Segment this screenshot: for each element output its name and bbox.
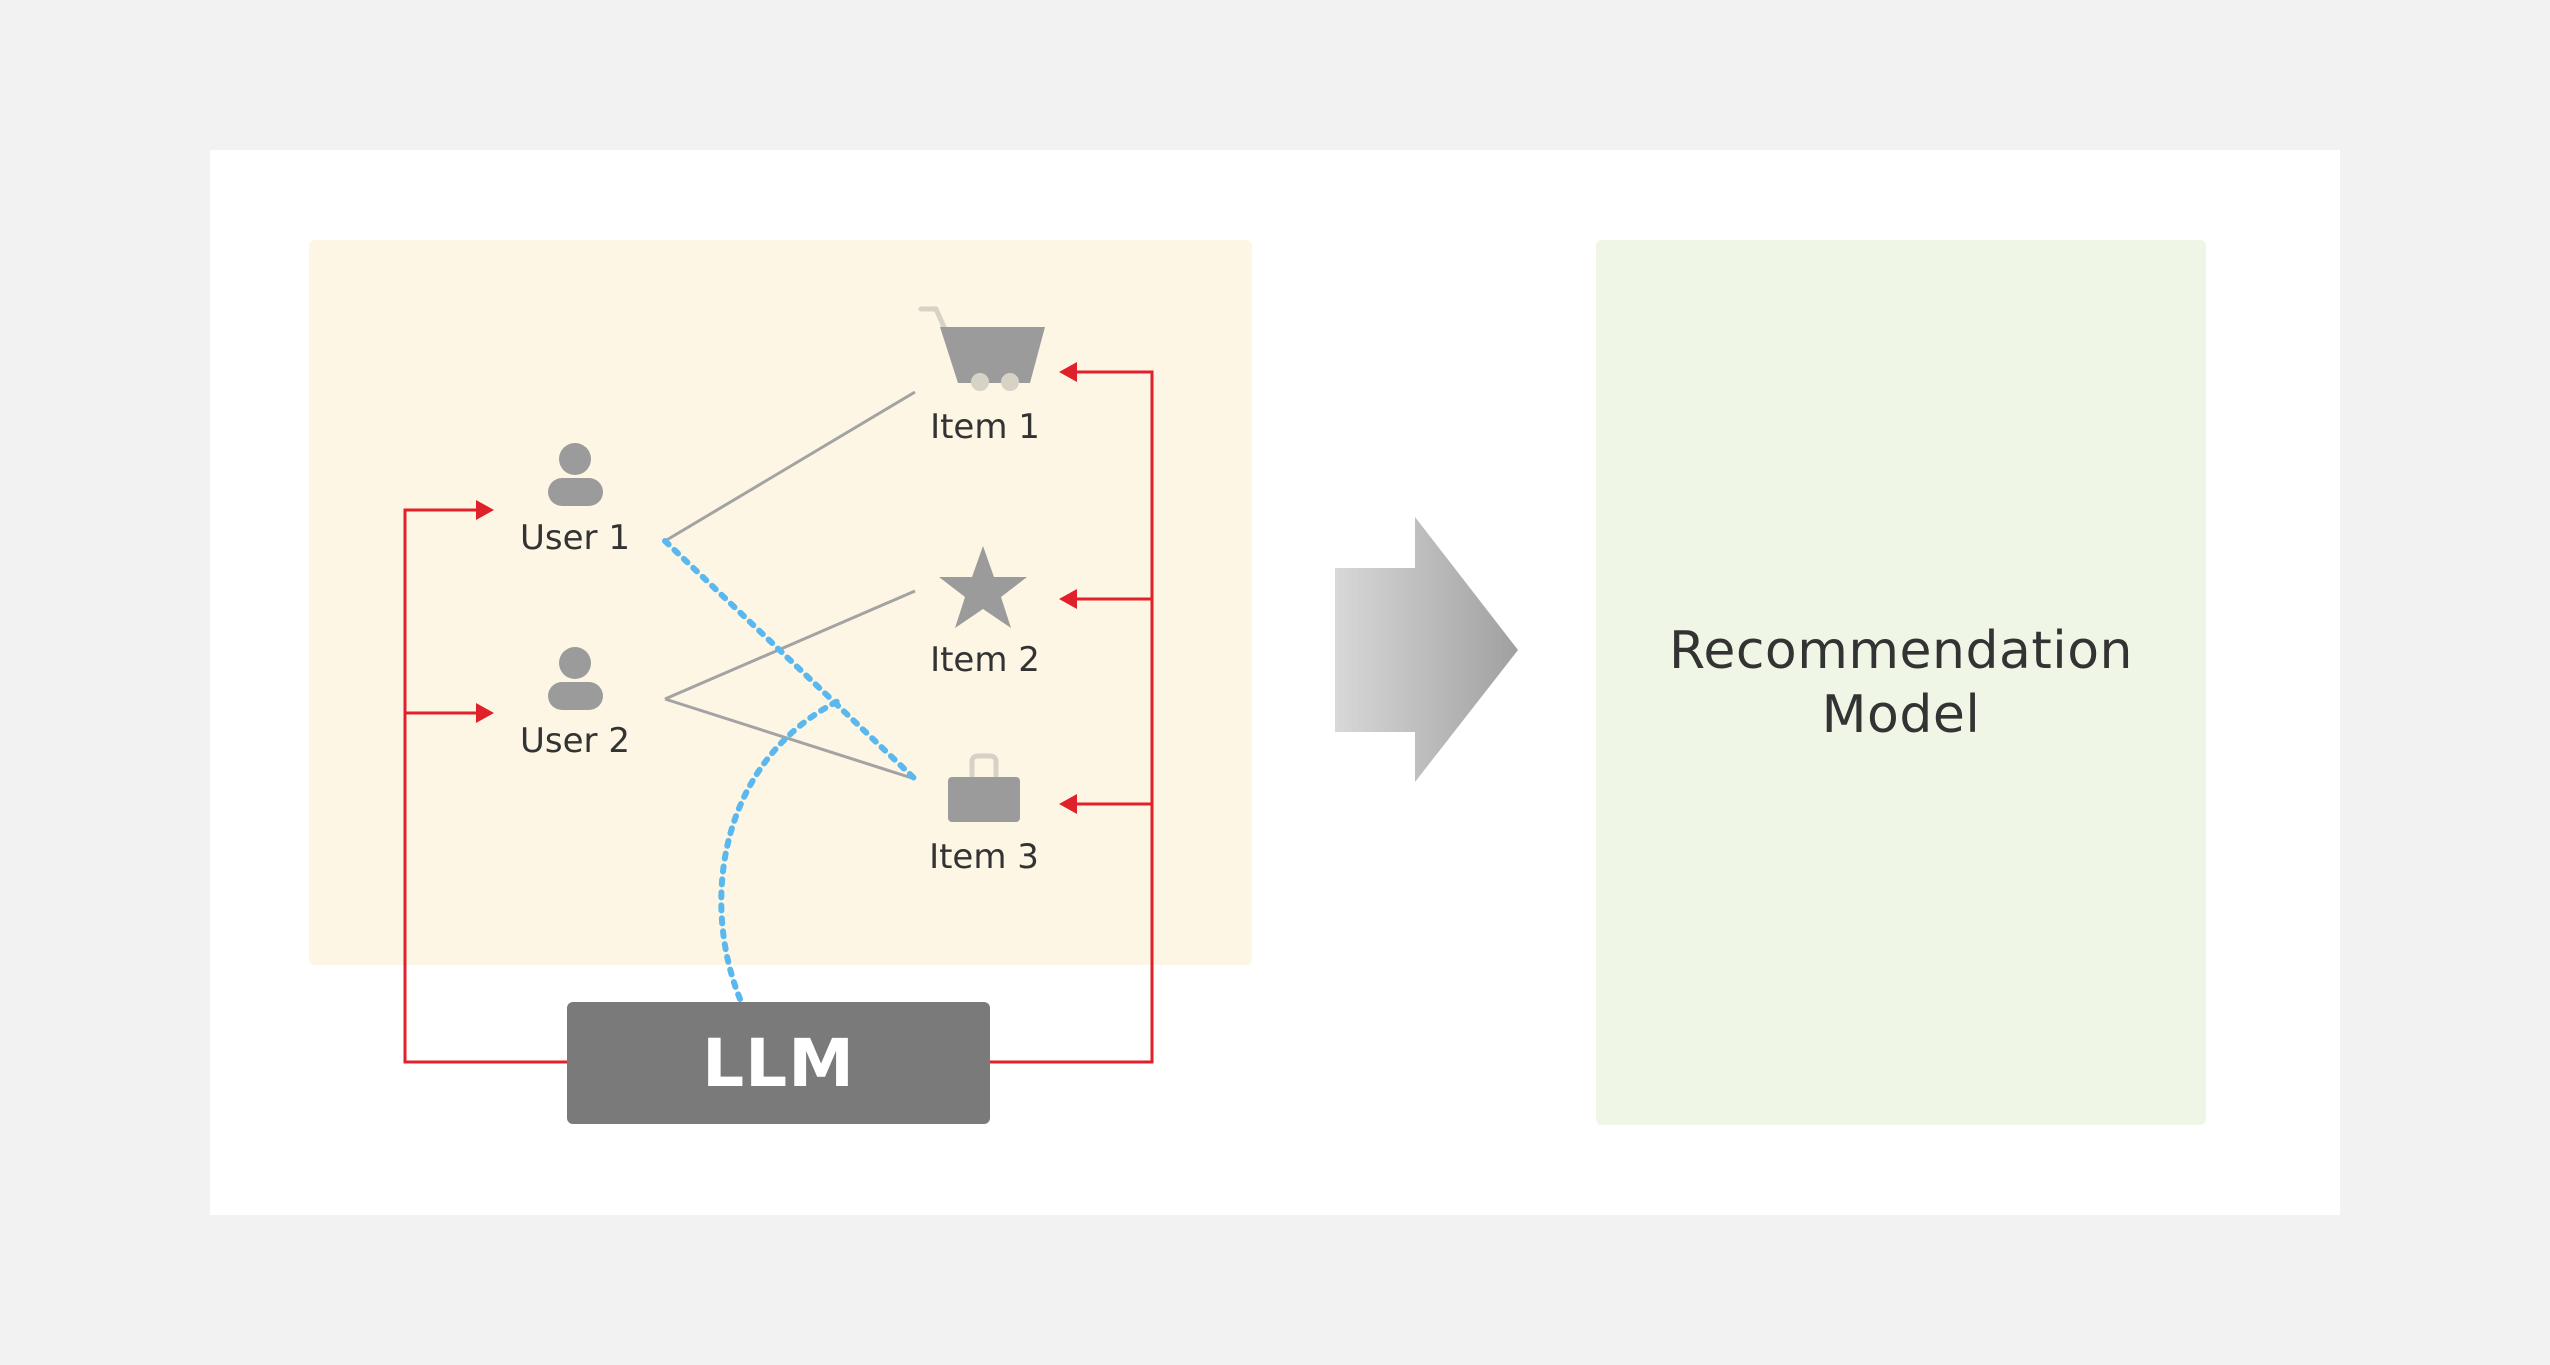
user-2-node: User 2 (520, 647, 630, 761)
recommendation-model-panel: Recommendation Model (1596, 240, 2206, 1125)
item-1-node: Item 1 (918, 306, 1045, 447)
llm-box: LLM (567, 1002, 990, 1124)
recommendation-model-label: Recommendation Model (1669, 619, 2133, 747)
feedback-line-left (403, 508, 567, 1064)
item-3-node: Item 3 (929, 753, 1039, 877)
arrowhead-user2 (476, 703, 494, 723)
arrowhead-item1 (1059, 362, 1077, 382)
item-2-label: Item 2 (930, 640, 1040, 680)
item-3-label: Item 3 (929, 837, 1039, 877)
arrowhead-item2 (1059, 589, 1077, 609)
feedback-line-right (990, 370, 1154, 1064)
llm-label: LLM (702, 1024, 855, 1102)
shopping-bag-icon (948, 753, 1020, 822)
shopping-cart-icon (918, 306, 1045, 391)
llm-edge-user1-item3 (662, 538, 918, 782)
item-1-label: Item 1 (930, 407, 1040, 447)
user-2-label: User 2 (520, 721, 630, 761)
user-item-graph-panel (309, 240, 1252, 965)
edge-user2-item3 (664, 697, 916, 781)
llm-edge-llm-to-graph (718, 697, 843, 1002)
model-label-line-2: Model (1821, 684, 1981, 745)
transition-arrow-icon (1335, 517, 1518, 782)
user-icon (548, 647, 603, 710)
model-label-line-1: Recommendation (1669, 620, 2133, 681)
edge-user1-item1 (664, 390, 916, 543)
arrowhead-user1 (476, 500, 494, 520)
star-icon (939, 546, 1027, 628)
user-icon (548, 443, 603, 506)
user-1-node: User 1 (520, 443, 630, 558)
item-2-node: Item 2 (930, 546, 1040, 680)
arrowhead-item3 (1059, 794, 1077, 814)
edge-user2-item2 (664, 589, 916, 701)
user-1-label: User 1 (520, 518, 630, 558)
